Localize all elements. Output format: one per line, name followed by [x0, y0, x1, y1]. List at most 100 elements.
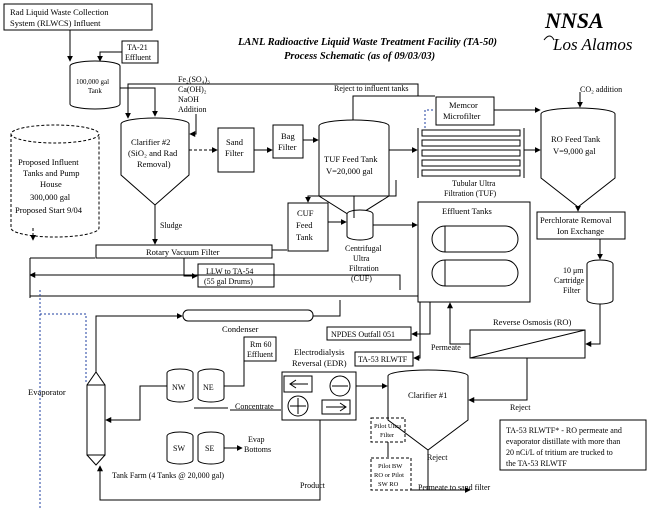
- permeate-sand-label: Permeate to sand filter: [418, 483, 491, 492]
- svg-text:Tanks and Pump: Tanks and Pump: [23, 168, 80, 178]
- evap-bottoms-label-2: Bottoms: [244, 445, 271, 454]
- evaporator: [86, 371, 106, 466]
- edr-unit: [281, 371, 357, 421]
- cuf-tank-label-1: CUF: [297, 208, 314, 218]
- bag-filter: [272, 124, 304, 159]
- rm60-label-1: Rm 60: [250, 340, 272, 349]
- npdes-box: [326, 326, 412, 341]
- evap-bottoms-label-1: Evap: [248, 435, 264, 444]
- npdes-label: NPDES Outfall 051: [331, 330, 395, 339]
- rlwcs-box: [3, 3, 153, 31]
- rlwcs-label-2: System (RLWCS) Influent: [10, 18, 101, 28]
- rlwcs-label-1: Rad Liquid Waste Collection: [10, 7, 109, 17]
- svg-text:Removal): Removal): [137, 159, 171, 169]
- cuf-label-2: Ultra: [353, 254, 370, 263]
- flow-lines: [29, 30, 603, 510]
- svg-text:Proposed Start 9/04: Proposed Start 9/04: [15, 205, 83, 215]
- tank-farm-label: Tank Farm (4 Tanks @ 20,000 gal): [112, 471, 224, 480]
- note-line-4: the TA-53 RLWTF: [506, 459, 567, 468]
- evaporator-label: Evaporator: [28, 387, 66, 397]
- chem-label-1: Fe₂(SO₄)₃: [178, 75, 210, 84]
- nnsa-logo: NNSA: [544, 8, 604, 33]
- chem-label-4: Addition: [178, 105, 206, 114]
- edr-label-1: Electrodialysis: [294, 347, 345, 357]
- cuf-label-1: Centrifugal: [345, 244, 382, 253]
- note-line-3: 20 nCi/L of tritium are trucked to: [506, 448, 613, 457]
- product-label: Product: [300, 481, 326, 490]
- effluent-tanks: [417, 201, 531, 303]
- cartridge-label-2: Cartridge: [554, 276, 585, 285]
- svg-text:Clarifier #2: Clarifier #2: [131, 137, 170, 147]
- condenser-label: Condenser: [222, 324, 259, 334]
- ta53-box: [354, 351, 414, 367]
- svg-text:House: House: [40, 179, 62, 189]
- reject-influent-label: Reject to influent tanks: [334, 84, 408, 93]
- pilot-bw-ro: [370, 457, 412, 491]
- tubular-ultra-filtration: [417, 128, 525, 178]
- los-alamos-logo: Los Alamos: [543, 35, 633, 54]
- svg-text:RO Feed Tank: RO Feed Tank: [551, 134, 601, 144]
- chem-label-2: Ca(OH)₂: [178, 85, 207, 94]
- condenser: [182, 309, 314, 322]
- svg-text:TUF Feed Tank: TUF Feed Tank: [324, 154, 378, 164]
- ro-feed-tank: RO Feed Tank V=9,000 gal: [540, 107, 616, 208]
- ta53-label: TA-53 RLWTF: [358, 355, 408, 364]
- clarifier-1: Clarifier #1: [387, 369, 469, 451]
- rm60-label-2: Effluent: [247, 350, 274, 359]
- svg-text:V=20,000 gal: V=20,000 gal: [326, 166, 373, 176]
- bag-filter-label-1: Bag: [281, 131, 295, 141]
- svg-text:(SiO₂ and Rad: (SiO₂ and Rad: [128, 148, 178, 158]
- rm60-box: [243, 336, 277, 362]
- title-line2: Process Schematic (as of 09/03/03): [284, 51, 435, 62]
- tank-sw: [166, 431, 194, 465]
- cuf-label-4: (CUF): [351, 274, 372, 283]
- pilot-bw-label-1: Pilot BW: [378, 463, 403, 470]
- bag-filter-label-2: Filter: [278, 142, 297, 152]
- tuf-label-1: Tubular Ultra: [452, 179, 496, 188]
- concentrate-label: Concentrate: [235, 402, 274, 411]
- pilot-uf-label-2: Filter: [380, 432, 395, 439]
- tank-se: [197, 431, 225, 465]
- svg-text:100,000 gal: 100,000 gal: [76, 78, 109, 86]
- tank-ne-label: NE: [203, 383, 214, 392]
- perchlorate-ion-exchange: [536, 211, 626, 240]
- edr-label-2: Reversal (EDR): [292, 358, 347, 368]
- effluent-tanks-label: Effluent Tanks: [442, 206, 492, 216]
- ta21-label-1: TA-21: [127, 43, 148, 52]
- reverse-osmosis: [469, 329, 586, 359]
- svg-text:NNSA: NNSA: [544, 8, 604, 33]
- rvf-label: Rotary Vacuum Filter: [146, 247, 220, 257]
- permeate-label: Permeate: [431, 343, 461, 352]
- cartridge-label-1: 10 μm: [563, 266, 584, 275]
- cuf-tank-label-3: Tank: [296, 232, 314, 242]
- sand-filter-label-1: Sand: [226, 137, 244, 147]
- sludge-label: Sludge: [160, 221, 183, 230]
- pilot-uf-label-1: Pilot Ultra: [374, 423, 401, 430]
- chem-label-3: NaOH: [178, 95, 199, 104]
- title-line1: LANL Radioactive Liquid Waste Treatment …: [237, 37, 497, 48]
- proposed-influent-tanks: Proposed Influent Tanks and Pump House 3…: [10, 124, 100, 238]
- sand-filter-label-2: Filter: [225, 148, 244, 158]
- svg-text:Proposed Influent: Proposed Influent: [18, 157, 79, 167]
- pilot-bw-label-2: RO or Pilot: [374, 472, 404, 479]
- tank-100k: 100,000 gal Tank: [69, 60, 121, 110]
- reject-label: Reject: [510, 403, 531, 412]
- tank-sw-label: SW: [173, 444, 185, 453]
- tuf-feed-tank: TUF Feed Tank V=20,000 gal: [318, 119, 390, 219]
- tank-se-label: SE: [205, 444, 214, 453]
- cartridge-label-3: Filter: [563, 286, 581, 295]
- ro-label: Reverse Osmosis (RO): [493, 317, 572, 327]
- tank-nw-label: NW: [172, 383, 186, 392]
- tank-nw: [166, 368, 194, 403]
- memcor-label-1: Memcor: [449, 100, 478, 110]
- pilot-bw-label-3: SW RO: [378, 481, 399, 488]
- svg-text:V=9,000 gal: V=9,000 gal: [553, 146, 596, 156]
- llw-label-1: LLW to TA-54: [206, 267, 253, 276]
- note-box: [499, 419, 647, 471]
- sand-filter: [217, 127, 255, 173]
- memcor-microfilter: [435, 96, 495, 126]
- svg-text:300,000 gal: 300,000 gal: [30, 192, 71, 202]
- ta21-label-2: Effluent: [125, 53, 152, 62]
- note-line-2: evaporator distillate with more than: [506, 437, 620, 446]
